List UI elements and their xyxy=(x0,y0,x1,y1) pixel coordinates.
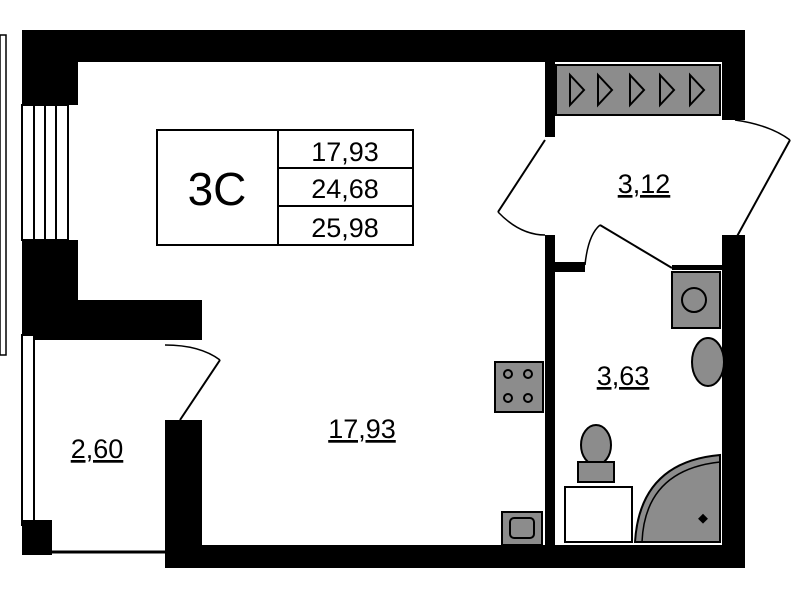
balcony-door[interactable] xyxy=(164,344,221,421)
room-area-bathroom: 3,63 xyxy=(597,361,650,391)
wall-partition-upper xyxy=(545,62,555,137)
bathroom-door[interactable] xyxy=(584,224,673,269)
area-living-summary: 17,93 xyxy=(311,137,379,167)
hanger-icon xyxy=(569,72,706,108)
entrance-door[interactable] xyxy=(734,119,791,241)
stove-icon xyxy=(494,361,544,413)
shower-icon xyxy=(633,453,721,543)
kitchen-sink-icon xyxy=(501,511,543,546)
room-area-balcony: 2,60 xyxy=(71,434,124,464)
window-left xyxy=(21,104,69,241)
room-area-hall: 3,12 xyxy=(618,169,671,199)
wall-left-upper xyxy=(22,30,78,105)
wall-balcony-bottom xyxy=(22,520,52,555)
wall-bottom xyxy=(165,545,745,568)
area-with-balcony-summary: 25,98 xyxy=(311,213,379,243)
wardrobe xyxy=(555,64,721,116)
hall-door[interactable] xyxy=(497,139,546,236)
room-area-living: 17,93 xyxy=(328,414,396,444)
wall-living-lower-left xyxy=(165,420,202,568)
unit-type: 3C xyxy=(188,163,247,215)
wall-top xyxy=(22,30,745,62)
washing-machine-icon xyxy=(671,271,721,329)
bath-cabinet xyxy=(564,486,633,543)
toilet-icon xyxy=(577,424,615,483)
area-total-summary: 24,68 xyxy=(311,174,379,204)
wall-balcony-top xyxy=(22,300,202,340)
wall-partition-lower xyxy=(545,235,555,555)
wall-bath-stub xyxy=(555,262,585,272)
balcony-glazing xyxy=(21,334,35,526)
exterior-edge xyxy=(0,34,7,356)
wall-right xyxy=(722,235,745,568)
wall-right-upper xyxy=(722,30,745,120)
bathroom-sink-icon xyxy=(691,337,725,387)
unit-info-box: 3C 17,93 24,68 25,98 xyxy=(156,129,414,246)
